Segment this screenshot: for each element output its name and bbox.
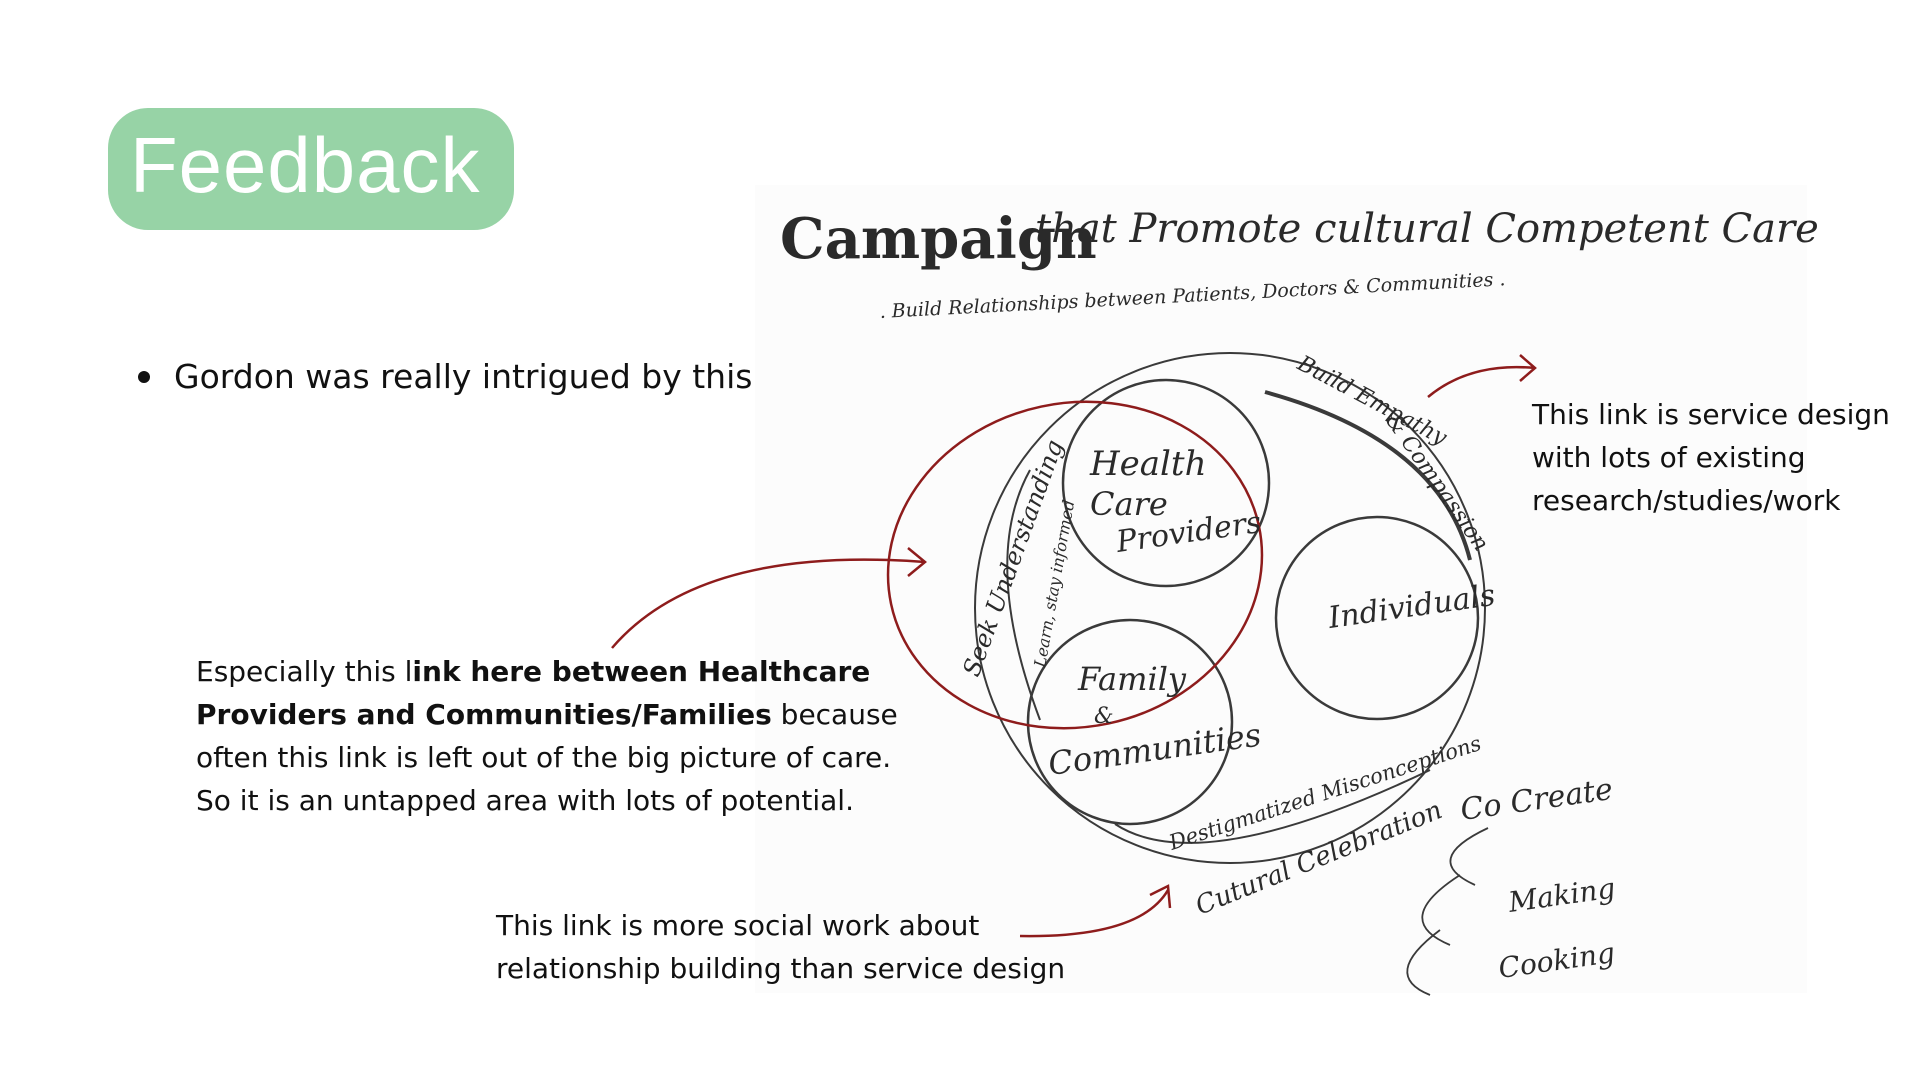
seek-arc	[1006, 469, 1041, 721]
individuals-label: Individuals	[1325, 578, 1497, 636]
note-service-design: This link is service design with lots of…	[1532, 398, 1890, 517]
cooking-label: Cooking	[1496, 936, 1616, 985]
bullet-text: Gordon was really intrigued by this sket…	[174, 357, 871, 396]
sketch-title-rest: that Promote cultural Competent Care	[1035, 206, 1819, 252]
arrow-left-link	[611, 558, 926, 649]
family-circle	[1026, 618, 1234, 826]
celebration-arc	[1114, 769, 1431, 844]
sketch-subtitle: . Build Relationships between Patients, …	[879, 268, 1506, 323]
feedback-title-pill: Feedback	[108, 108, 514, 230]
arrow-right-link	[1427, 365, 1536, 398]
individuals-circle	[1274, 515, 1480, 721]
cocreate-arc-1	[1449, 827, 1489, 886]
health-label-2: Care	[1090, 485, 1168, 523]
note-social-work: This link is more social work about rela…	[496, 909, 1066, 985]
family-label-2: &	[1094, 704, 1114, 729]
red-link-circle	[886, 400, 1264, 730]
health-care-circle	[1061, 378, 1271, 588]
health-label-1: Health	[1089, 444, 1206, 484]
arrow-bottom-link	[1019, 889, 1170, 938]
cocreate-label: Co Create	[1458, 772, 1615, 828]
slide-title: Feedback	[130, 121, 481, 209]
cocreate-arc-2	[1421, 874, 1461, 946]
outer-ring-shade	[1264, 390, 1472, 561]
family-label-1: Family	[1077, 660, 1187, 698]
arrow-right-head	[1519, 354, 1537, 382]
family-label-3: Communities	[1046, 715, 1264, 782]
outer-ring	[974, 352, 1486, 864]
arrow-left-head	[907, 547, 927, 577]
making-label: Making	[1505, 871, 1617, 919]
note-healthcare-link: Especially this link here between Health…	[196, 655, 898, 817]
cocreate-arc-3	[1406, 929, 1441, 996]
bullet-dot	[138, 371, 150, 383]
bullet-item: Gordon was really intrigued by this sket…	[138, 354, 870, 400]
sketch-title-bold: Campaign	[780, 206, 1097, 272]
arrow-bottom-head	[1149, 884, 1172, 909]
